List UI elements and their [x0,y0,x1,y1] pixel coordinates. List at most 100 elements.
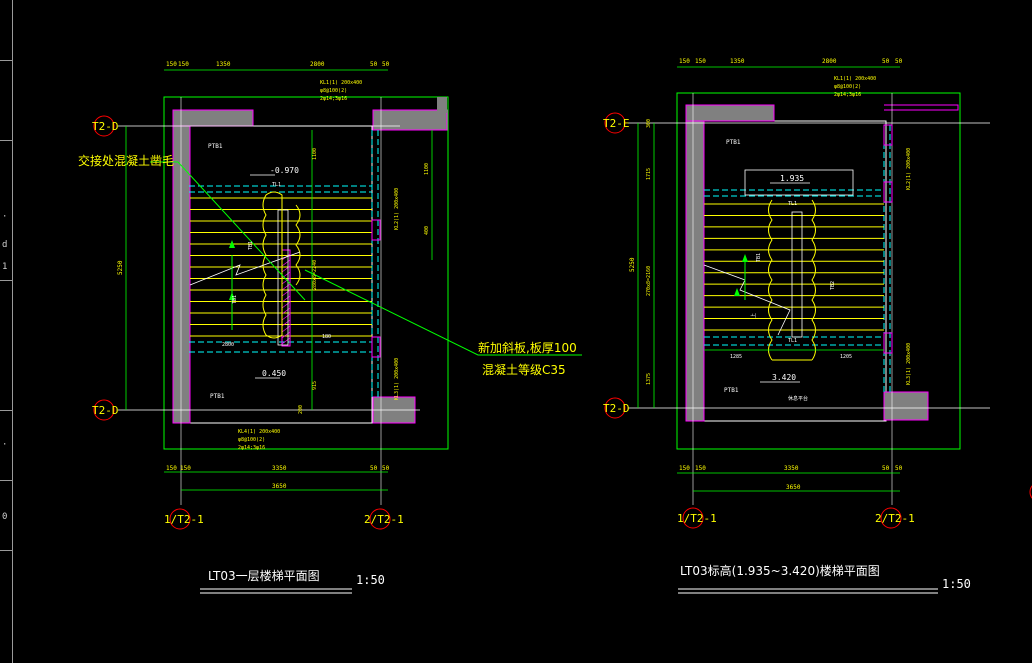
label-ptb-bottom: PTB1 [210,393,225,400]
beam-note: KL4(1) 200x400 [238,429,280,435]
label-180: 180 [322,334,331,340]
axis-bubble-offscreen [1029,485,1032,499]
note-joint-roughen: 交接处混凝土凿毛 [78,153,174,168]
beam-note: KL1(1) 200x400 [320,80,362,86]
right-stair-well [791,211,803,338]
right-outer-outline [676,92,961,450]
hatch-line [281,337,291,345]
left-stair-well [277,209,289,346]
dim-text: 1350 [730,58,745,65]
ruler-tick [0,480,12,481]
hatch-line [281,259,291,267]
ruler-glyph: · [2,440,8,450]
beam-note: φ8@100(2) [320,88,347,94]
left-note-leader [150,161,306,301]
left-column-ne [372,109,448,131]
dim-text-vertical: 5250 [117,260,124,275]
hatch-line [281,319,291,327]
right-floor-label: 休息平台 [788,395,808,402]
elevation-top: -0.970 [270,166,299,175]
dim-text: 50 [882,58,890,65]
ruler-glyph: d [2,240,8,250]
right-member-2 [883,332,893,354]
right-stair-plan[interactable]: T2-E T2-D 1/T2-1 2/T2-1 150 150 1350 280… [603,58,990,594]
left-arrow-head [229,240,235,248]
hatch-line [281,301,291,309]
hatch-line [281,271,291,279]
beam-note: KL2(1) 200x400 [906,148,912,190]
beam-note: KL2(1) 200x400 [394,188,400,230]
axis-bubble-right-lower[interactable] [604,397,626,419]
left-break-line [189,251,301,286]
hatch-line [281,331,291,339]
beam-note: KL1(1) 200x400 [834,76,876,82]
right-landing-box [744,169,854,196]
right-stair-treads [704,203,884,331]
dim-text: 2800 [310,61,325,68]
dim-text: 1100 [312,148,318,160]
hatch-line [281,265,291,273]
right-drawing-title: LT03标高(1.935~3.420)楼梯平面图 [680,563,880,578]
axis-bubble-left-1[interactable] [169,508,191,530]
dim-text: 150 [166,465,177,472]
right-beam-ne [884,104,959,111]
right-column-se [883,391,929,421]
left-drawing-title: LT03一层楼梯平面图 [208,568,320,583]
axis-bubble-right-upper[interactable] [604,112,626,134]
axis-bubble-left-upper[interactable] [93,115,115,137]
axis-bubble-left-2[interactable] [369,508,391,530]
dim-text: 915 [312,381,318,390]
dim-text: 50 [382,465,390,472]
dim-text: 2800 [822,58,837,65]
right-label-tl-top: TL1 [788,201,797,207]
dim-text: 150 [679,465,690,472]
right-label-ptb-bottom: PTB1 [724,387,739,394]
axis-label-right-1: 1/T2-1 [677,512,717,525]
right-label-tb: TB1 [756,253,762,262]
axis-label-left-2: 2/T2-1 [364,513,404,526]
right-member-3 [883,124,893,146]
ruler-glyph: 1 [2,262,8,272]
dim-text: 280x8=2240 [312,260,318,290]
left-arrow-head-2 [229,292,235,300]
right-dim-1285: 1285 [730,354,742,360]
left-wall-north [172,109,254,127]
axis-bubble-left-lower[interactable] [93,399,115,421]
dim-text: 50 [370,61,378,68]
dim-text: 150 [679,58,690,65]
dim-text: 270x8=2160 [646,266,652,296]
dim-text: 400 [424,226,430,235]
dim-text: 1375 [646,373,652,385]
hatch-line [281,295,291,303]
right-label-tb2: TB2 [830,281,836,290]
axis-label-left-1: 1/T2-1 [164,513,204,526]
dim-text: 150 [180,465,191,472]
axis-bubble-right-2[interactable] [880,507,902,529]
right-drawing-scale: 1:50 [942,577,971,591]
ruler-tick [0,60,12,61]
dim-text: 150 [166,61,177,68]
beam-note: KL3(1) 200x400 [394,358,400,400]
note-concrete-grade: 混凝土等级C35 [482,362,566,377]
dim-text-vertical: 5250 [629,257,636,272]
left-revision-cloud-2 [295,204,301,286]
axis-label-left-upper: T2-D [92,120,119,133]
axis-label-left-lower: T2-D [92,404,119,417]
ruler-glyph: 0 [2,512,8,522]
beam-note: 2φ14;3φ16 [320,96,347,102]
ruler-tick [0,550,12,551]
ruler-tick [0,140,12,141]
right-label-up: 上 [750,313,757,318]
right-label-ptb-top: PTB1 [726,139,741,146]
right-arrow-head-2 [734,288,740,296]
right-elevation-top: 1.935 [780,174,804,183]
right-label-tl-bottom: TL1 [788,338,797,344]
hatch-line [281,289,291,297]
dim-text: 150 [695,58,706,65]
right-arrow-head [742,254,748,262]
axis-bubble-right-1[interactable] [682,507,704,529]
right-dim-1205: 1205 [840,354,852,360]
left-stair-plan[interactable]: T2-D T2-D 1/T2-1 2/T2-1 150 150 1350 280… [78,61,582,594]
dim-text: 50 [370,465,378,472]
